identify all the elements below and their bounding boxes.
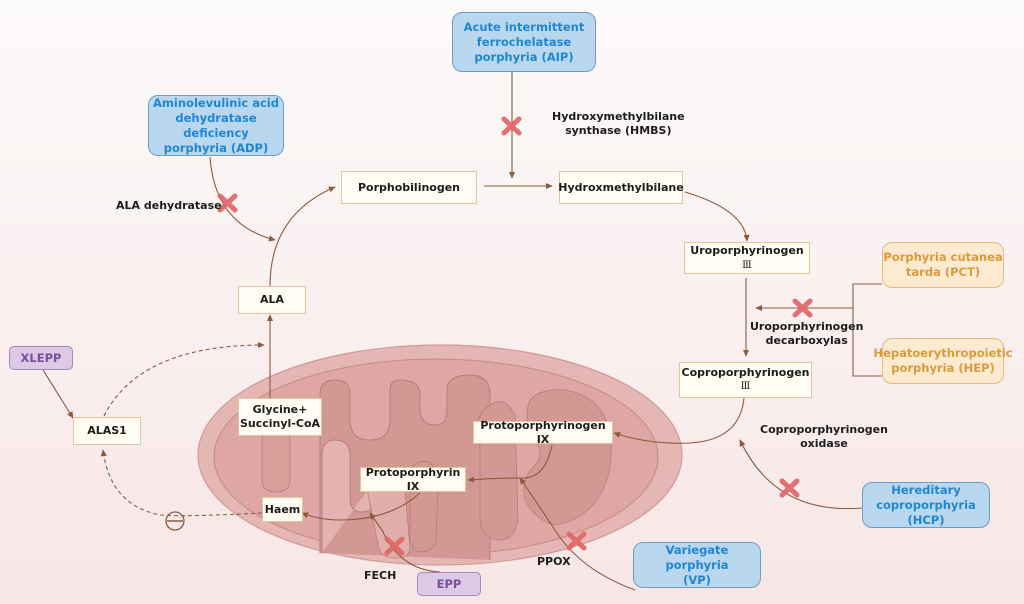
disease-pct-line2: tarda (PCT) [905, 265, 981, 279]
node-coproporphyrinogen-suffix: Ⅲ [740, 381, 751, 392]
disease-hep-line1: Hepatoerythropoietic [873, 346, 1013, 360]
node-ala-label: ALA [259, 293, 285, 306]
disease-vp-line1: Variegate porphyria [665, 542, 729, 572]
arrow-xlepp-to-alas1 [42, 369, 74, 419]
arrow-hcp-to-cpox [739, 439, 863, 510]
disease-hcp-line2: coproporphyria [876, 497, 976, 512]
enzyme-ppox-label: PPOX [537, 555, 571, 568]
node-protoporphyrin-label: Protoporphyrin IX [365, 465, 461, 493]
node-porphobilinogen-label: Porphobilinogen [357, 180, 461, 194]
node-porphobilinogen[interactable]: Porphobilinogen [341, 171, 477, 204]
node-uroporphyrinogen-iii[interactable]: Uroporphyrinogen Ⅲ [684, 242, 810, 274]
enzyme-urod-line1: Uroporphyrinogen [750, 320, 864, 333]
disease-aip-line1: Acute intermittent [463, 19, 585, 34]
arrow-haem-inhibits-alas1-dashed [100, 449, 263, 517]
node-protoporphyrinogen-ix[interactable]: Protoporphyrinogen IX [473, 418, 613, 446]
arrow-epp-to-fech [369, 512, 441, 573]
node-alas1[interactable]: ALAS1 [73, 417, 141, 445]
node-hydroxymethylbilane[interactable]: Hydroxmethylbilane [558, 171, 684, 204]
crista [321, 439, 376, 553]
arrow-alas1-to-ala-dashed [103, 341, 265, 417]
enzyme-fech-label: FECH [364, 569, 397, 582]
block-x-icon-cpox [779, 478, 800, 498]
arrow-vp-to-ppox [519, 477, 636, 591]
node-ala[interactable]: ALA [238, 286, 306, 314]
node-protoporphyrinogen-label: Protoporphyrinogen IX [480, 418, 606, 446]
mitochondrion [197, 344, 683, 566]
enzyme-ala-dehydratase-label: ALA dehydratase [116, 199, 222, 212]
node-haem[interactable]: Haem [262, 497, 303, 522]
node-uroporphyrinogen-suffix: Ⅲ [742, 259, 752, 271]
block-x-icon-urod [792, 298, 813, 318]
block-x-icon-ala-dehydratase [217, 193, 238, 213]
disease-hep-line2: porphyria (HEP) [891, 361, 995, 375]
node-hydroxymethylbilane-label: Hydroxmethylbilane [558, 180, 684, 194]
disease-hcp-line1: Hereditary [891, 482, 961, 497]
disease-pct-line1: Porphyria cutanea [883, 250, 1003, 264]
arrow-ala-to-pbg [269, 186, 336, 287]
disease-epp-label: EPP [436, 577, 462, 591]
node-glycine-line1: Glycine+ [252, 403, 308, 416]
disease-adp-line2: dehydratase deficiency [175, 110, 257, 140]
node-protoporphyrin-ix[interactable]: Protoporphyrin IX [360, 465, 466, 493]
node-coproporphyrinogen-label: Coproporphyrinogen [681, 366, 810, 379]
inhibition-icon [165, 511, 185, 531]
disease-vp-box[interactable]: Variegate porphyria(VP) [633, 542, 761, 588]
node-uroporphyrinogen-label: Uroporphyrinogen [690, 243, 804, 257]
arrow-copro-to-protogen [613, 397, 745, 444]
disease-adp-line1: Aminolevulinic acid [153, 95, 279, 110]
node-haem-label: Haem [264, 502, 301, 516]
enzyme-cpox-line2: oxidase [800, 437, 848, 450]
disease-adp-line3: porphyria (ADP) [163, 140, 269, 155]
enzyme-hmbs-line1: Hydroxymethylbilane [552, 110, 685, 123]
disease-epp-box[interactable]: EPP [417, 572, 481, 596]
disease-aip-line2: ferrochelatase [476, 34, 572, 49]
arrow-hmb-to-uro [684, 191, 750, 242]
line-pct-hep-bracket [852, 283, 882, 377]
disease-aip-line3: porphyria (AIP) [474, 49, 574, 64]
disease-vp-line2: (VP) [683, 572, 711, 587]
enzyme-cpox-label: Coproporphyrinogen oxidase [760, 423, 888, 451]
block-x-icon-ppox [566, 531, 587, 551]
arrow-proto-to-haem [301, 492, 421, 521]
disease-xlepp-box[interactable]: XLEPP [9, 346, 73, 370]
node-alas1-label: ALAS1 [87, 424, 127, 437]
block-x-icon-fech [384, 536, 405, 556]
block-x-icon-hmbs [501, 116, 522, 136]
enzyme-hmbs-line2: synthase (HMBS) [565, 124, 672, 137]
node-glycine-succinyl-coa[interactable]: Glycine+Succinyl-CoA [238, 398, 322, 436]
enzyme-urod-label: Uroporphyrinogen decarboxylas [750, 320, 863, 348]
node-glycine-line2: Succinyl-CoA [239, 417, 321, 430]
enzyme-hmbs-label: Hydroxymethylbilane synthase (HMBS) [552, 110, 685, 138]
disease-hcp-line3: (HCP) [907, 512, 945, 527]
enzyme-urod-line2: decarboxylas [765, 334, 848, 347]
arrow-adp-to-ala-dehydratase [209, 156, 276, 242]
enzyme-cpox-line1: Coproporphyrinogen [760, 423, 888, 436]
disease-xlepp-label: XLEPP [20, 351, 62, 365]
